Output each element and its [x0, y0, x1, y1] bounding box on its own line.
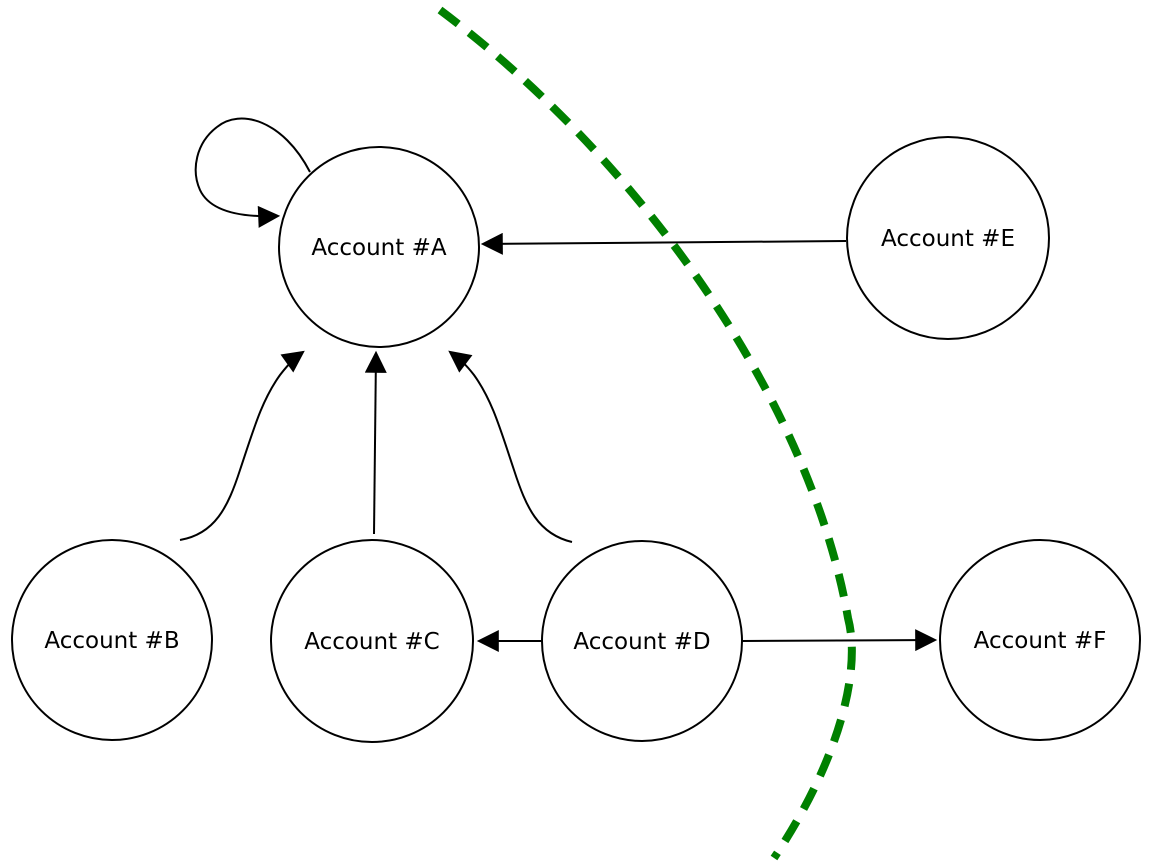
node-account-e: Account #E: [846, 136, 1050, 340]
node-label-c: Account #C: [304, 629, 440, 655]
node-label-a: Account #A: [311, 235, 446, 261]
partition-dashed-curve: [437, 6, 856, 861]
edge-b-to-a: [179, 350, 305, 541]
node-circle-f: [939, 539, 1141, 741]
edge-e-to-a: [480, 232, 847, 255]
edge-d-to-a: [448, 350, 573, 543]
node-account-b: Account #B: [11, 539, 213, 741]
edge-layer: [179, 117, 938, 652]
node-account-a: Account #A: [278, 146, 480, 348]
edge-c-to-a: [364, 350, 387, 535]
node-label-d: Account #D: [573, 629, 710, 655]
node-circle-e: [846, 136, 1050, 340]
node-label-b: Account #B: [44, 628, 179, 654]
edge-d-to-f: [741, 629, 938, 652]
node-circle-c: [270, 539, 474, 743]
node-label-e: Account #E: [881, 226, 1015, 252]
edge-a-self-loop: [194, 117, 311, 228]
node-circle-d: [541, 540, 743, 742]
node-account-d: Account #D: [541, 540, 743, 742]
node-label-f: Account #F: [974, 628, 1107, 654]
node-circle-b: [11, 539, 213, 741]
node-circle-a: [278, 146, 480, 348]
node-account-f: Account #F: [939, 539, 1141, 741]
node-account-c: Account #C: [270, 539, 474, 743]
